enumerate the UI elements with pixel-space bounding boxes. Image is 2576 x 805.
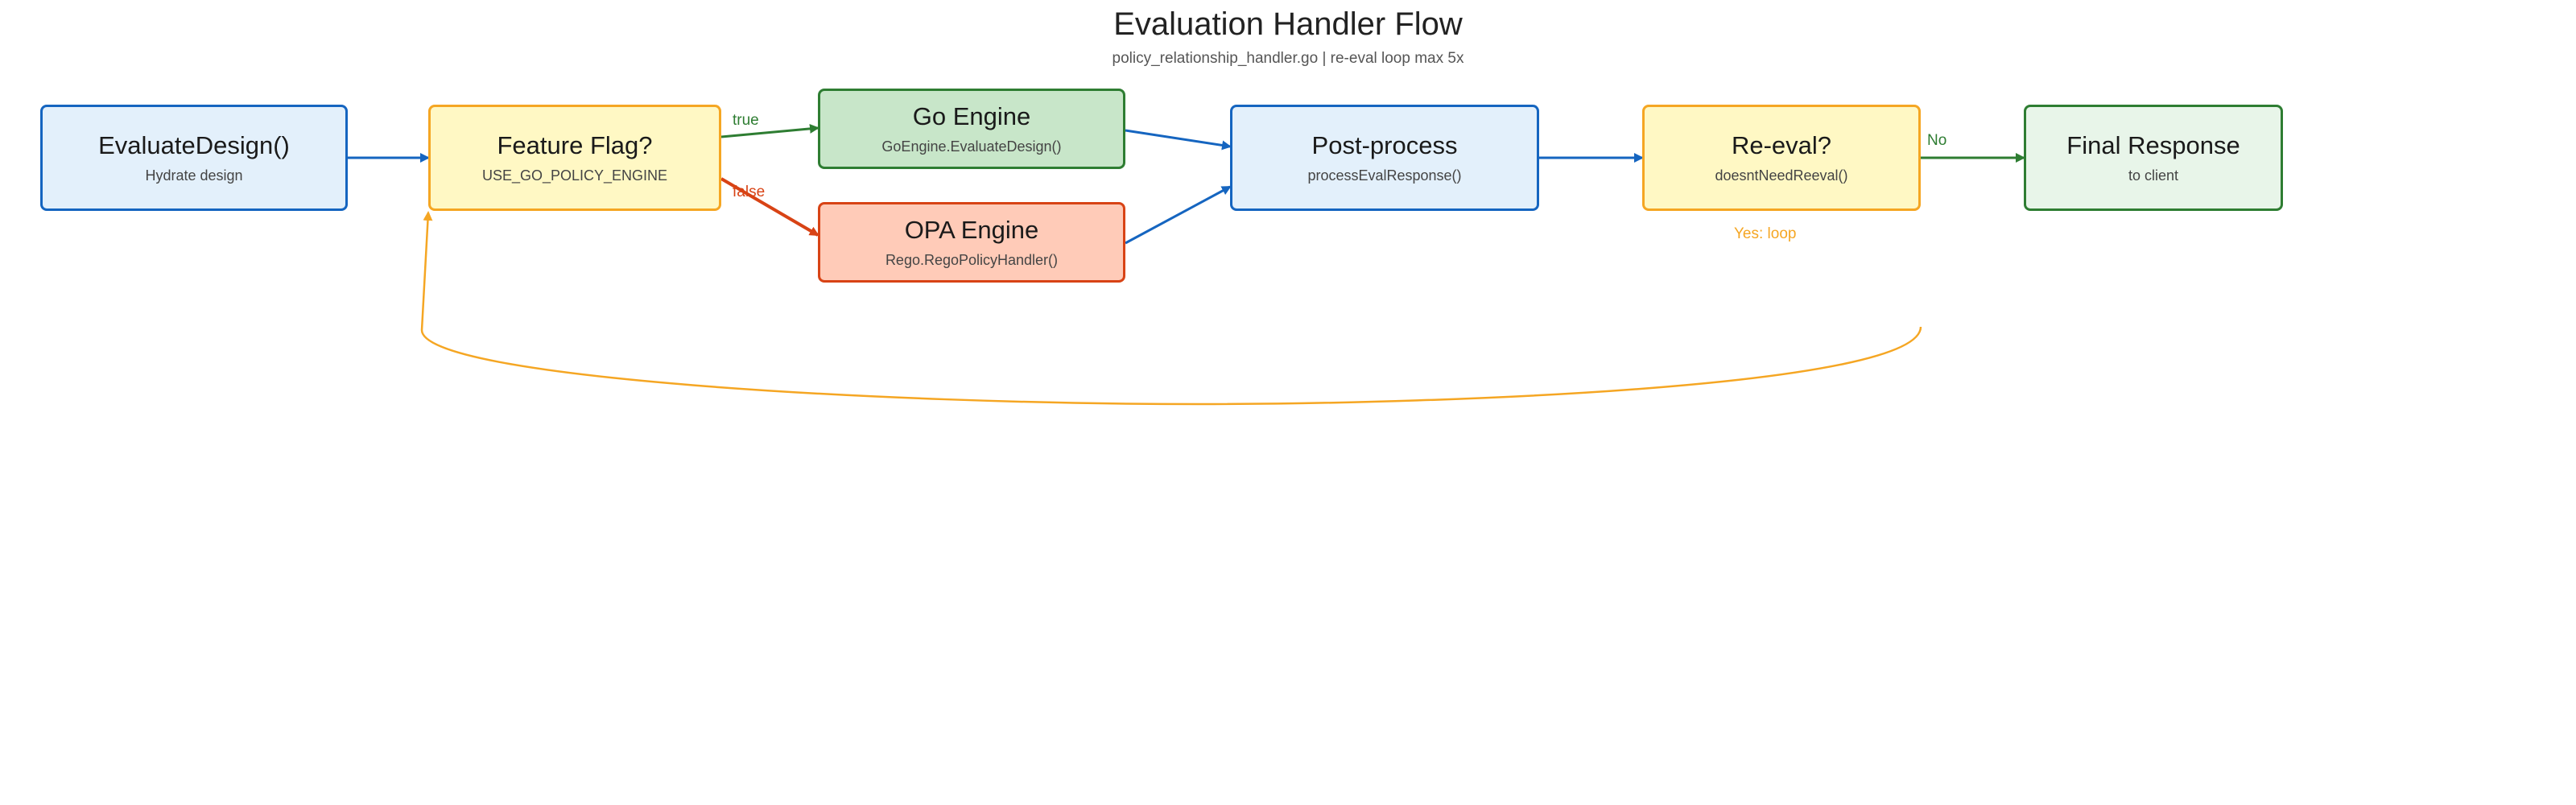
edge-label-false: false xyxy=(733,184,766,200)
edge-label-true: true xyxy=(733,112,759,129)
node-re-eval-title: Re-eval? xyxy=(1731,130,1832,159)
node-opa-engine-title: OPA Engine xyxy=(904,215,1039,244)
node-feature-flag-subtitle: USE_GO_POLICY_ENGINE xyxy=(481,167,668,184)
node-evaluate-design-subtitle: Hydrate design xyxy=(145,167,243,184)
node-post-process-subtitle: processEvalResponse() xyxy=(1307,167,1462,184)
edge-label-no: No xyxy=(1927,132,1947,149)
node-final-response: Final Response to client xyxy=(2024,105,2283,211)
node-evaluate-design-title: EvaluateDesign() xyxy=(98,130,290,159)
node-final-response-title: Final Response xyxy=(2066,130,2240,159)
node-post-process-title: Post-process xyxy=(1311,130,1458,159)
edge-go-to-post xyxy=(1125,129,1232,151)
edge-flag-to-opa xyxy=(720,177,819,237)
diagram-title: Evaluation Handler Flow xyxy=(1113,6,1463,42)
edge-flag-to-go xyxy=(720,123,819,138)
edge-reeval-loop xyxy=(420,211,1922,406)
node-opa-engine-subtitle: Rego.RegoPolicyHandler() xyxy=(885,252,1059,269)
edge-opa-to-post xyxy=(1125,185,1232,245)
node-evaluate-design: EvaluateDesign() Hydrate design xyxy=(40,105,348,211)
diagram-subtitle: policy_relationship_handler.go | re-eval… xyxy=(1112,50,1464,67)
node-go-engine: Go Engine GoEngine.EvaluateDesign() xyxy=(818,89,1125,169)
node-post-process: Post-process processEvalResponse() xyxy=(1230,105,1539,211)
node-opa-engine: OPA Engine Rego.RegoPolicyHandler() xyxy=(818,202,1125,283)
node-re-eval-subtitle: doesntNeedReeval() xyxy=(1715,167,1848,184)
node-final-response-subtitle: to client xyxy=(2128,167,2179,184)
node-go-engine-subtitle: GoEngine.EvaluateDesign() xyxy=(881,138,1062,155)
edge-label-yes-loop: Yes: loop xyxy=(1734,225,1797,242)
node-feature-flag: Feature Flag? USE_GO_POLICY_ENGINE xyxy=(428,105,721,211)
node-go-engine-title: Go Engine xyxy=(912,101,1031,130)
node-re-eval: Re-eval? doesntNeedReeval() xyxy=(1642,105,1921,211)
node-feature-flag-title: Feature Flag? xyxy=(497,130,653,159)
